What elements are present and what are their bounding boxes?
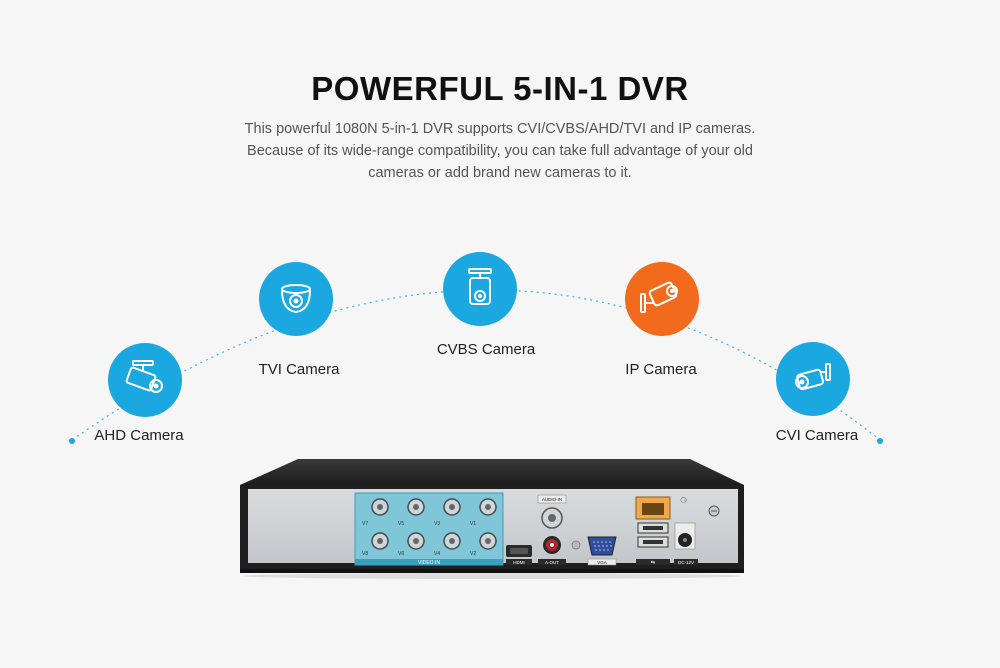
ahd-camera-circle (108, 343, 182, 417)
power-label: DC-12V (678, 560, 694, 565)
channel-label: V2 (470, 551, 476, 557)
video-in-connectors (371, 498, 497, 550)
bullet-camera-icon (795, 363, 831, 391)
svg-text:⚆: ⚆ (680, 496, 687, 505)
bullet-camera-icon (468, 268, 492, 305)
audio-in-label: AUDIO-IN (542, 497, 562, 502)
bullet-camera-icon (125, 360, 163, 393)
channel-label: V1 (470, 521, 476, 527)
description-line: Because of its wide-range compatibility,… (247, 143, 753, 159)
tvi-camera-circle (259, 262, 333, 336)
vga-label: VGA (597, 560, 607, 565)
description-line: cameras or add brand new cameras to it. (368, 165, 632, 181)
cvi-camera-circle (776, 342, 850, 416)
svg-text:⇆: ⇆ (651, 560, 655, 566)
channel-label: V3 (434, 521, 440, 527)
ip-camera-icon (640, 281, 678, 313)
dvr-device: V7 V5 V3 V1 V8 V6 V4 V2 VIDEO IN HDMI AU… (240, 459, 744, 579)
channel-label: V5 (398, 521, 404, 527)
ip-camera-circle (625, 262, 699, 336)
channel-label: V6 (398, 551, 404, 557)
hdmi-label: HDMI (513, 560, 525, 565)
cvbs-camera-circle (443, 252, 517, 326)
dome-camera-icon (281, 284, 311, 314)
video-in-label: VIDEO IN (418, 560, 440, 566)
channel-label: V7 (362, 521, 368, 527)
tvi-camera-label: TVI Camera (258, 361, 340, 378)
audio-out-label: A-OUT (545, 560, 559, 565)
ip-camera-label: IP Camera (625, 361, 697, 378)
channel-label: V8 (362, 551, 368, 557)
description-line: This powerful 1080N 5-in-1 DVR supports … (244, 121, 756, 137)
ahd-camera-label: AHD Camera (94, 427, 184, 444)
cvbs-camera-label: CVBS Camera (436, 341, 536, 358)
channel-label: V4 (434, 551, 440, 557)
cvi-camera-label: CVI Camera (775, 427, 859, 444)
page-title: POWERFUL 5-IN-1 DVR (311, 70, 689, 107)
description: This powerful 1080N 5-in-1 DVR supports … (200, 118, 800, 184)
